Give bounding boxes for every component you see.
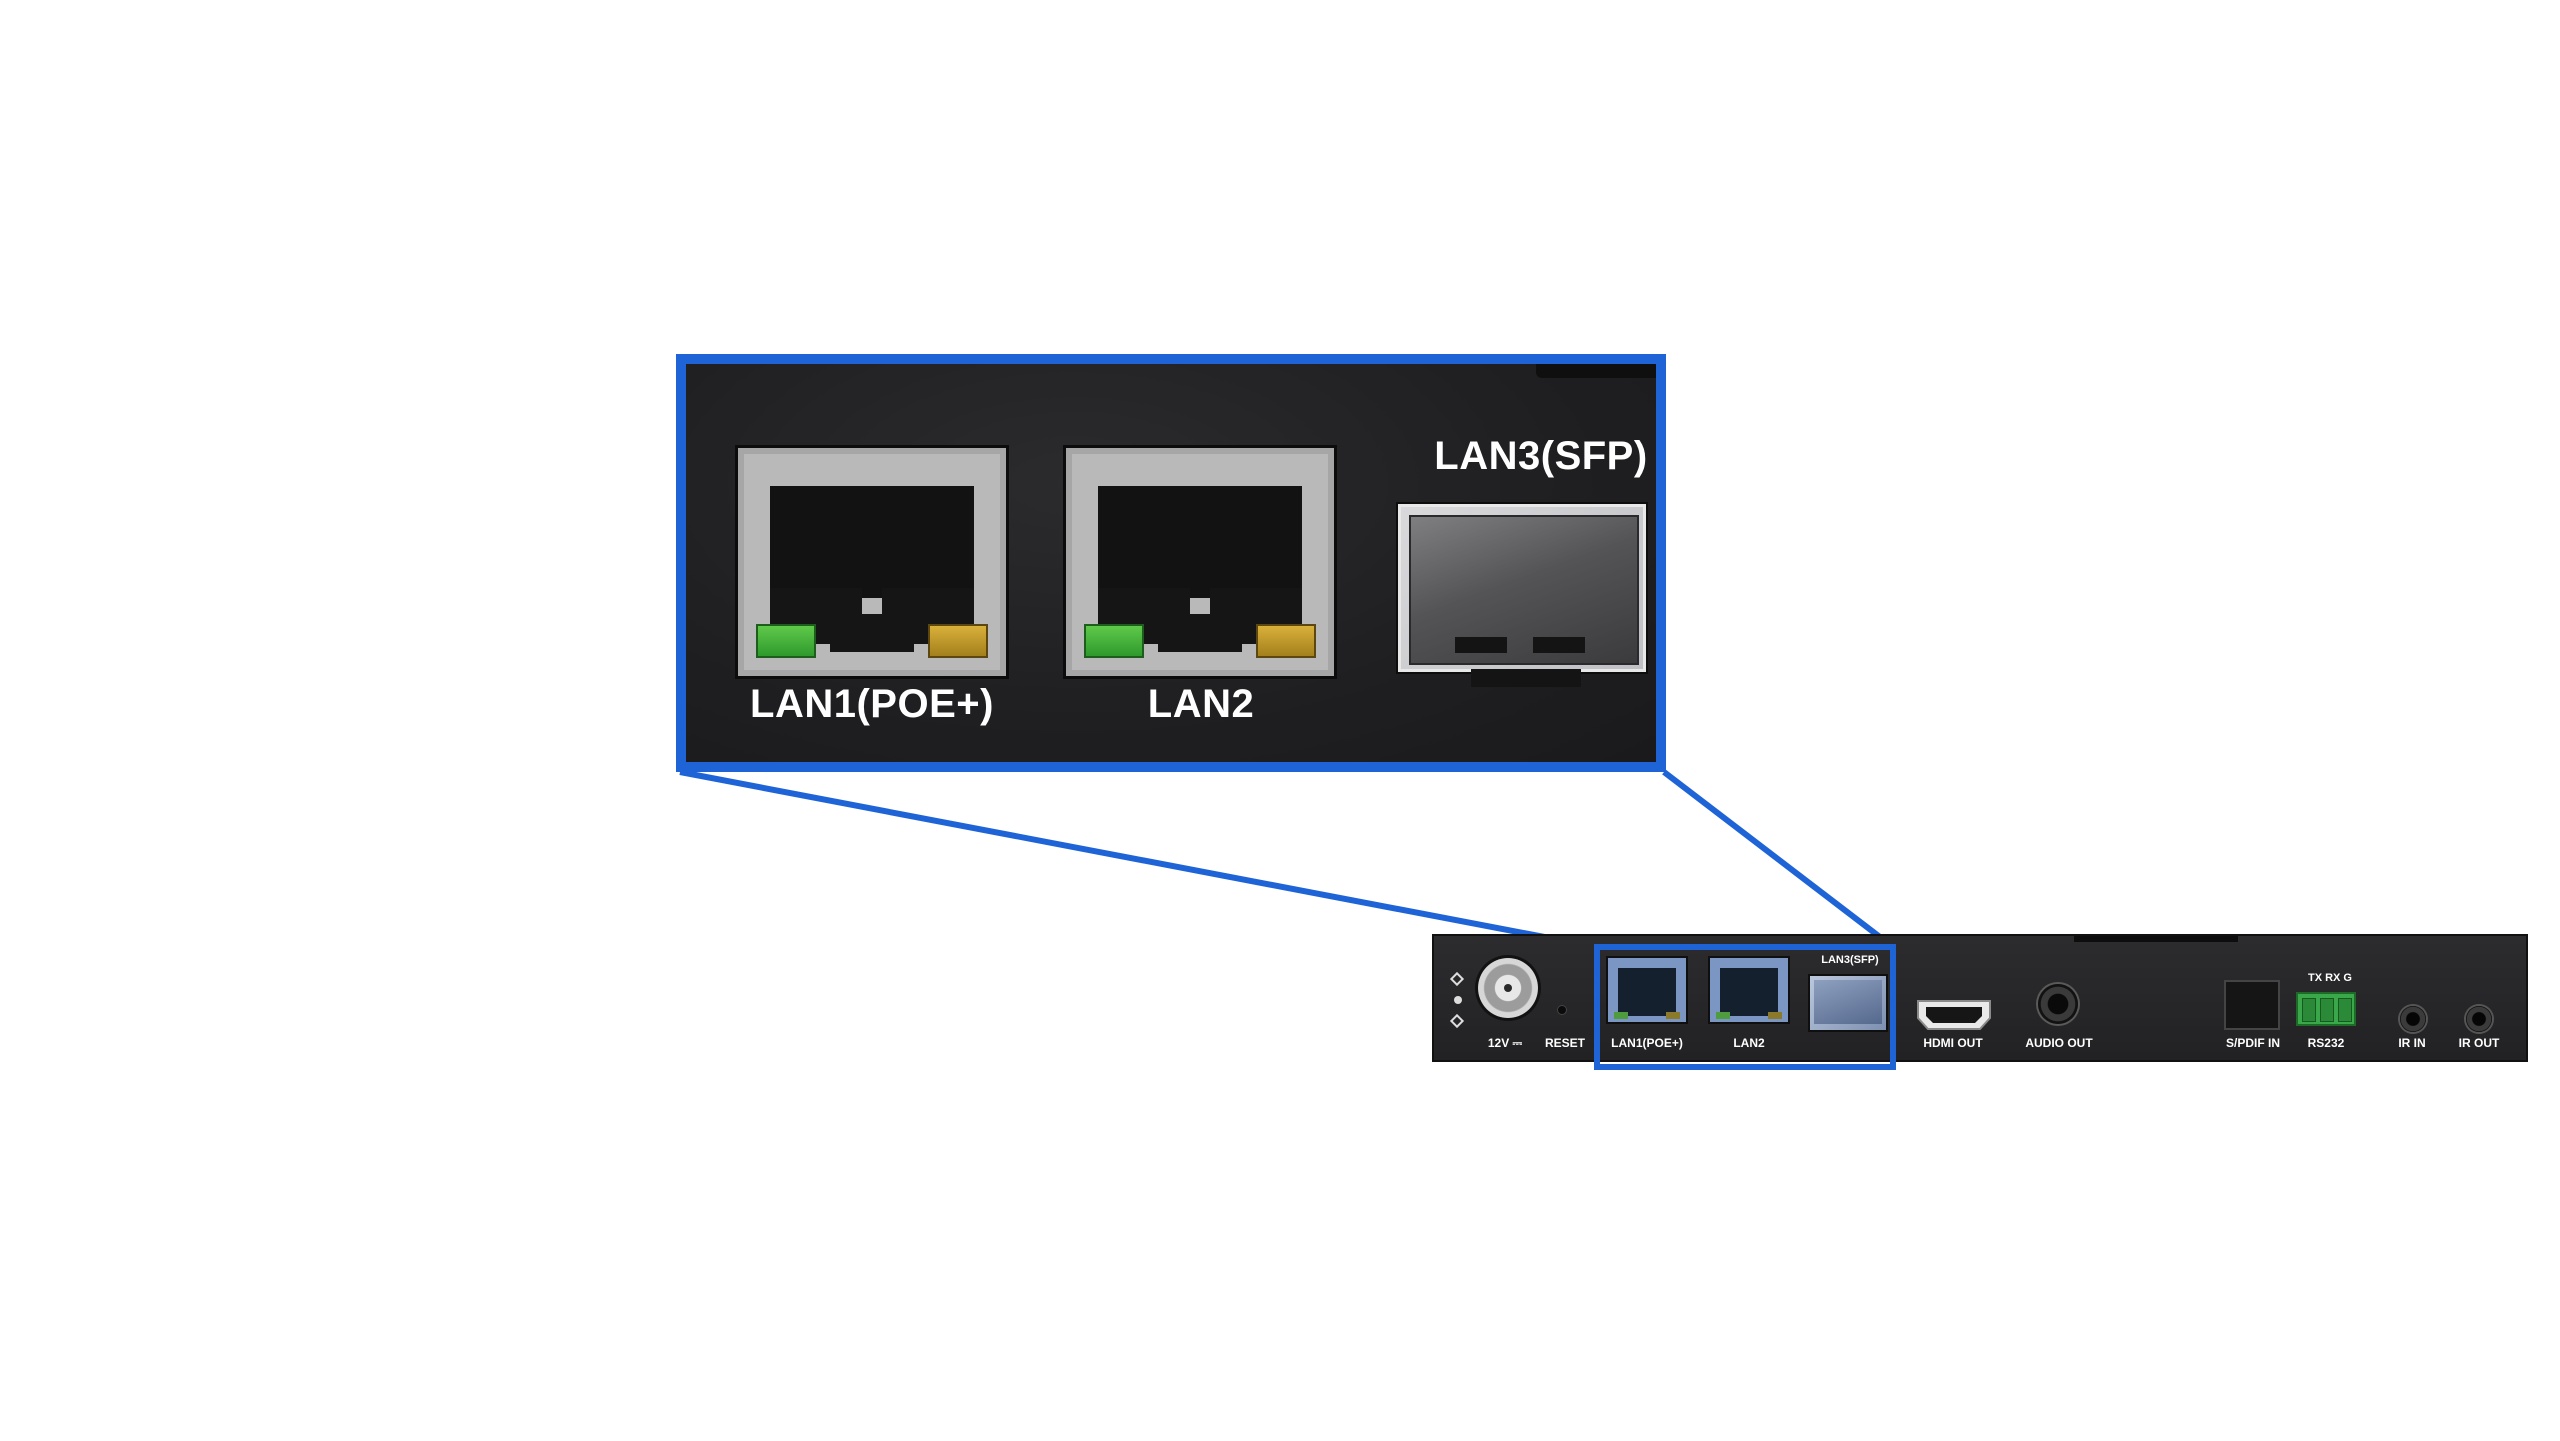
hdmi-label: HDMI OUT: [1923, 1036, 1983, 1050]
rj45-opening: [770, 486, 974, 598]
rj45-opening: [1098, 486, 1302, 598]
reset-label: RESET: [1544, 1036, 1585, 1050]
ir-in-jack-icon: [2400, 1006, 2426, 1032]
zoom-lan1-label: LAN1(POE+): [750, 682, 994, 726]
lan3-label: LAN3(SFP): [1821, 954, 1879, 966]
zoom-lan1-port: [738, 448, 1006, 676]
spdif-label: S/PDIF IN: [2225, 1036, 2280, 1050]
lan1-label: LAN1(POE+): [1611, 1036, 1683, 1050]
rs232-terminal-block: [2296, 992, 2356, 1026]
diamond-icon: [1449, 971, 1465, 987]
polarity-dot-icon: [1454, 996, 1462, 1004]
activity-led-amber: [928, 624, 988, 658]
lan3-sfp-port: [1810, 976, 1886, 1030]
lan-ports-highlight: [1594, 944, 1896, 1070]
audio-out-label: AUDIO OUT: [2025, 1036, 2093, 1050]
audio-jack-icon: [2038, 984, 2078, 1024]
panel-notch: [1536, 364, 1656, 378]
ir-out-jack-icon: [2466, 1006, 2492, 1032]
lan2-label: LAN2: [1733, 1036, 1765, 1050]
connector-line-left: [679, 769, 1598, 950]
device-rear-panel: 12V ⎓ RESET LAN1(POE+) LAN2 LAN3(SFP) HD…: [1432, 934, 2528, 1062]
power-jack-icon: [1478, 958, 1538, 1018]
zoom-lan3-label: LAN3(SFP): [1434, 434, 1648, 478]
ir-in-label: IR IN: [2398, 1036, 2426, 1050]
zoom-lan2-label: LAN2: [1147, 682, 1255, 726]
diamond-icon: [1449, 1013, 1465, 1029]
lan2-port: [1710, 958, 1788, 1022]
spdif-port: [2226, 982, 2278, 1028]
link-led-green: [756, 624, 816, 658]
ir-out-label: IR OUT: [2458, 1036, 2500, 1050]
hdmi-port-icon: [1917, 1000, 1991, 1030]
zoom-sfp-cage: [1398, 504, 1646, 687]
reset-button: [1558, 1006, 1566, 1014]
link-led-green: [1084, 624, 1144, 658]
rs232-label: RS232: [2307, 1036, 2345, 1050]
connector-line-right: [1662, 769, 1895, 950]
rs232-pin-labels: TX RX G: [2307, 972, 2352, 984]
zoom-panel: LAN1(POE+) LAN2 LAN3(SFP): [676, 354, 1666, 772]
power-label: 12V ⎓: [1487, 1036, 1523, 1050]
activity-led-amber: [1256, 624, 1316, 658]
top-slot: [2074, 936, 2238, 942]
lan1-port: [1608, 958, 1686, 1022]
sfp-opening: [1409, 515, 1639, 665]
zoom-lan2-port: [1066, 448, 1334, 676]
